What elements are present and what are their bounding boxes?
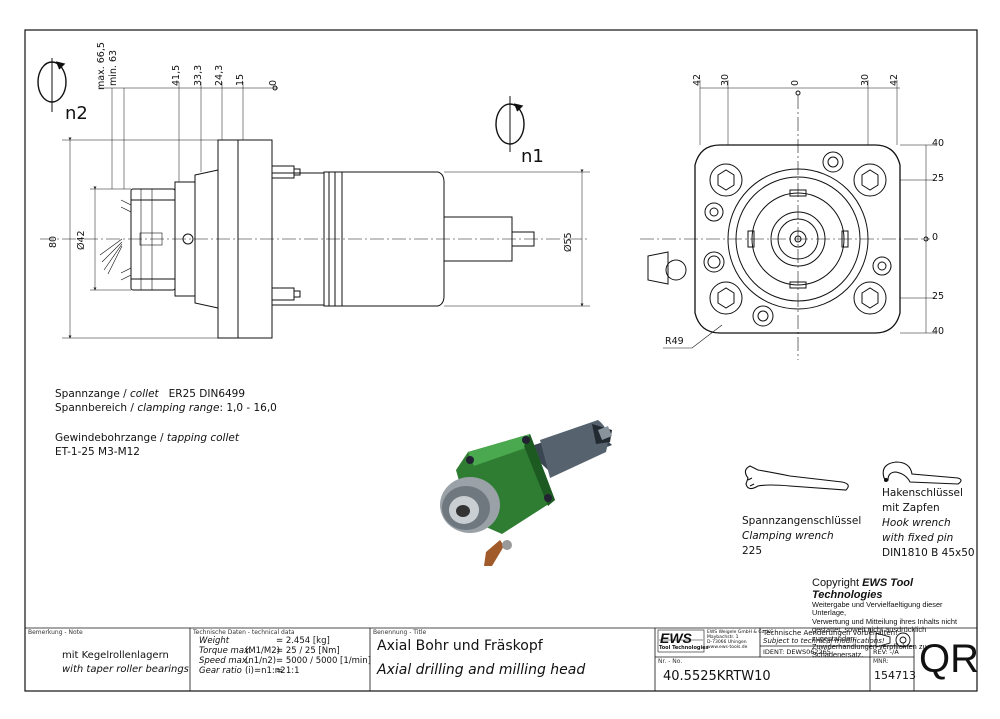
iso-view-3d: [440, 420, 612, 566]
copyright-line: gestattet, soweit nicht ausdrücklich zug…: [812, 625, 927, 643]
ident: IDENT: DEWS062265: [763, 648, 831, 656]
projection-symbol: [875, 632, 911, 648]
dim-r-25b: 25: [932, 291, 945, 302]
dim-f-30a: 30: [720, 73, 731, 86]
titleblock-lines: [25, 627, 977, 691]
tech-unit: (M1/M2): [245, 646, 280, 656]
spec-tapping: Gewindebohrzange / tapping collet: [55, 432, 239, 444]
remark-en: with taper roller bearings: [62, 664, 189, 675]
rotation-symbol-n2: [37, 58, 67, 112]
collet-wrench-en: Clamping wrench: [742, 530, 834, 542]
front-view: [640, 80, 935, 360]
hook-wrench-de2: mit Zapfen: [882, 502, 940, 514]
copyright-block: Copyright EWS Tool Technologies Weiterga…: [812, 577, 972, 660]
rotation-label-n1: n1: [521, 146, 544, 167]
hook-wrench-en1: Hook wrench: [882, 517, 951, 529]
qr-label: QR: [919, 637, 979, 681]
dim-height: 80: [48, 235, 59, 248]
hook-wrench-de1: Hakenschlüssel: [882, 487, 963, 499]
remark-de: mit Kegelrollenlagern: [62, 650, 169, 661]
dim-radius: R49: [665, 336, 684, 347]
copyright-title: Copyright EWS Tool Technologies: [812, 577, 914, 601]
tech-value: = 25 / 25 [Nm]: [276, 646, 340, 656]
collet-wrench-de: Spannzangenschlüssel: [742, 515, 862, 527]
spec-tapping-value: ET-1-25 M3-M12: [55, 446, 140, 458]
mnr-number: 154713: [874, 669, 916, 682]
nr-header: Nr. - No.: [658, 658, 683, 665]
collet-wrench-size: 225: [742, 545, 763, 557]
title-de: Axial Bohr und Fräskopf: [377, 638, 543, 654]
dim-r-40b: 40: [932, 326, 945, 337]
dim-24-3: 24,3: [214, 64, 225, 86]
spec-collet: Spannzange / collet ER25 DIN6499: [55, 388, 246, 400]
side-view: [40, 82, 590, 339]
notice-en: Subject to technical modifications!: [763, 637, 885, 645]
tech-label: Weight: [199, 636, 230, 646]
tech-label: Torque max.: [199, 646, 252, 656]
address-line: EWS Weigele GmbH & Co. KG: [707, 630, 774, 635]
dim-0: 0: [268, 79, 279, 86]
dim-41-5: 41,5: [171, 64, 182, 86]
dim-f-0: 0: [790, 79, 801, 86]
dim-15: 15: [235, 73, 246, 86]
rev: REV: -/A: [873, 648, 899, 656]
dim-f-30b: 30: [860, 73, 871, 86]
rotation-symbol-n1: [495, 96, 525, 152]
dim-body-dia: Ø55: [563, 232, 574, 252]
clamping-wrench-drawing: [744, 465, 849, 491]
dim-r-0: 0: [932, 232, 939, 243]
address-line: www.ews-tools.de: [707, 645, 748, 650]
dim-collet-dia: Ø42: [76, 230, 87, 250]
tech-value: = 1:1: [276, 666, 300, 676]
hook-wrench-drawing: [882, 461, 962, 485]
dim-r-40a: 40: [932, 138, 945, 149]
address-line: Maybachstr. 1: [707, 635, 739, 640]
tech-header: Technische Daten - technical data: [193, 629, 295, 636]
logo-sub: Tool Technologies: [659, 645, 709, 651]
dim-f-42b: 42: [889, 73, 900, 86]
tech-value: = 5000 / 5000 [1/min]: [276, 656, 371, 666]
tech-unit: (i)=n1:n2: [245, 666, 286, 676]
sheet-border: [24, 29, 978, 692]
title-en: Axial drilling and milling head: [377, 662, 586, 678]
copyright-line: Weitergabe und Vervielfaeltigung dieser …: [812, 600, 943, 618]
dim-max: max. 66,5: [96, 42, 107, 90]
notice-de: Technische Aenderungen vorbehalten!: [763, 629, 898, 637]
address-line: D-73066 Uhingen: [707, 640, 747, 645]
rotation-label-n2: n2: [65, 103, 88, 124]
remark-header: Bemerkung - Note: [28, 629, 83, 636]
dim-33-3: 33,3: [193, 64, 204, 86]
tech-label: Gear ratio: [199, 666, 242, 676]
title-header: Benennung - Title: [373, 629, 427, 636]
ews-logo: [657, 629, 705, 653]
mnr-header: MNR:: [873, 658, 889, 665]
hook-wrench-norm: DIN1810 B 45x50: [882, 547, 975, 559]
dim-f-42a: 42: [692, 73, 703, 86]
copyright-line: Verwertung und Mitteilung ihres Inhalts …: [812, 616, 958, 626]
copyright-line: Zuwiderhandlungen verpflichten zu Schade…: [812, 642, 927, 660]
tech-label: Speed max.: [199, 656, 250, 666]
spec-range: Spannbereich / clamping range: 1,0 - 16,…: [55, 402, 277, 414]
tech-value: = 2.454 [kg]: [276, 636, 330, 646]
drawing-number: 40.5525KRTW10: [663, 669, 771, 684]
dim-r-25a: 25: [932, 173, 945, 184]
logo-text: EWS: [660, 630, 692, 646]
tech-unit: (n1/n2): [245, 656, 277, 666]
dim-min: min. 63: [108, 49, 119, 86]
hook-wrench-en2: with fixed pin: [882, 532, 954, 544]
